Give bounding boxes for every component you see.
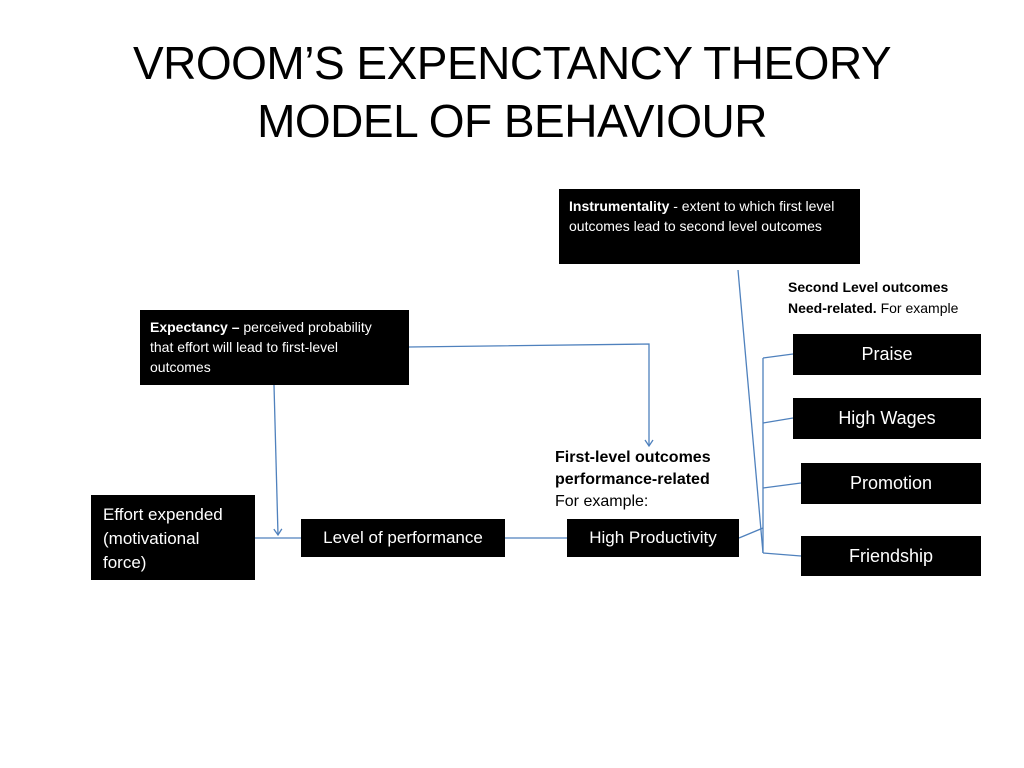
first-level-heading: First-level outcomes bbox=[555, 449, 711, 466]
outcome-praise: Praise bbox=[793, 334, 981, 375]
performance-box: Level of performance bbox=[301, 519, 505, 557]
second-level-heading: Second Level outcomes bbox=[788, 279, 949, 295]
outcome-promotion: Promotion bbox=[801, 463, 981, 504]
expectancy-box: Expectancy – perceived probability that … bbox=[140, 310, 409, 385]
title-line-2: MODEL OF BEHAVIOUR bbox=[257, 95, 767, 147]
instrumentality-definition: - extent to which first level outcomes l… bbox=[569, 198, 835, 234]
expectancy-term: Expectancy – bbox=[150, 319, 240, 335]
second-level-label: Second Level outcomes Need-related. For … bbox=[788, 277, 1018, 319]
first-level-example: For example: bbox=[555, 493, 649, 510]
second-level-example: For example bbox=[876, 300, 959, 316]
expectancy-definition: perceived probability that effort will l… bbox=[150, 319, 372, 375]
instrumentality-term: Instrumentality bbox=[569, 198, 670, 214]
second-level-subheading: Need-related. bbox=[788, 300, 877, 316]
bracket-to-friendship bbox=[762, 552, 802, 557]
effort-box: Effort expended (motivational force) bbox=[91, 495, 255, 580]
instrumentality-line bbox=[737, 269, 764, 554]
instrumentality-box: Instrumentality - extent to which first … bbox=[559, 189, 860, 264]
expectancy-to-first-level-arrow bbox=[408, 343, 654, 448]
productivity-to-bracket-line bbox=[738, 527, 764, 539]
expectancy-down-arrow bbox=[273, 384, 283, 537]
slide-title: VROOM’S EXPENCTANCY THEORY MODEL OF BEHA… bbox=[0, 34, 1024, 150]
bracket-to-wages bbox=[762, 417, 794, 424]
productivity-box: High Productivity bbox=[567, 519, 739, 557]
first-level-label: First-level outcomes performance-related… bbox=[555, 447, 785, 513]
outcome-high-wages: High Wages bbox=[793, 398, 981, 439]
bracket-to-praise bbox=[762, 353, 794, 359]
title-line-1: VROOM’S EXPENCTANCY THEORY bbox=[132, 37, 892, 89]
first-level-subheading: performance-related bbox=[555, 471, 710, 488]
bracket-to-promotion bbox=[762, 482, 802, 489]
outcome-friendship: Friendship bbox=[801, 536, 981, 576]
